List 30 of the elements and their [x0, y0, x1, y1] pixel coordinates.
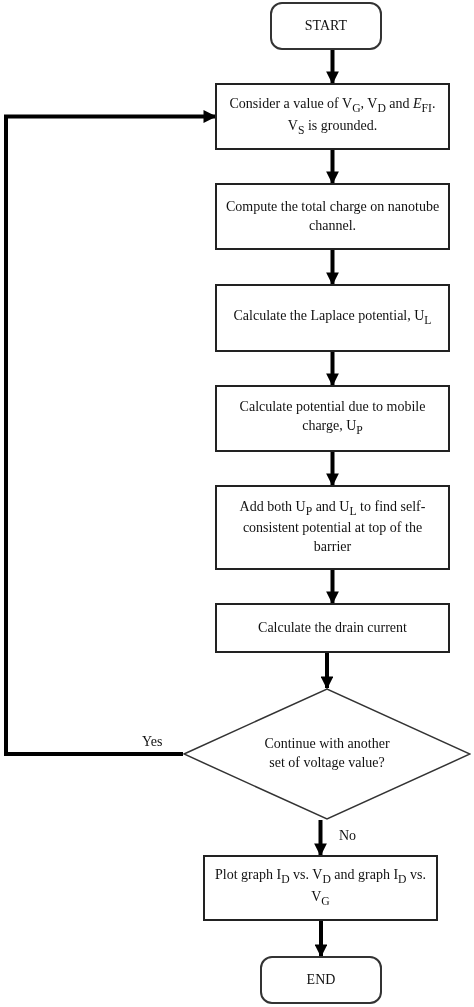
arrow	[320, 653, 334, 690]
process-box	[215, 183, 450, 250]
step-text: Continue with another set of voltage value?	[263, 735, 391, 772]
arrow	[326, 250, 339, 286]
step-text: Compute the total charge on nanotube channel.	[224, 197, 441, 235]
process-box	[215, 603, 450, 653]
arrow	[326, 150, 339, 185]
process-box	[215, 284, 450, 352]
arrow	[326, 570, 339, 605]
step-text: Add both U$_{P}$ and U$_{L}$ to find self-consistent potential at top of the barrier	[238, 497, 427, 557]
step-text: Calculate potential due to mobile charge, U$_{P}$	[238, 398, 427, 439]
step-text: Plot graph I$_{D}$ vs. V$_{D}$ and graph I$_{D}$ vs. V$_{G}$	[214, 866, 427, 910]
process-box	[215, 83, 450, 150]
step-text: START	[303, 16, 349, 35]
process-box	[215, 385, 450, 452]
arrow	[326, 452, 339, 487]
step-text: Consider a value of V$_{G}$, V$_{D}$ and E$_{FI}$. V$_{S}$ is grounded.	[228, 94, 437, 139]
step-text: Calculate the drain current	[257, 618, 408, 637]
decision-diamond	[183, 688, 471, 820]
terminal-box	[270, 2, 382, 50]
step-text: Calculate the Laplace potential, U$_{L}$	[232, 307, 433, 329]
terminal-box	[260, 956, 382, 1004]
step-text: END	[305, 970, 337, 989]
process-box	[203, 855, 438, 921]
arrow	[4, 110, 217, 756]
arrow	[314, 921, 328, 958]
arrow	[326, 352, 339, 387]
process-box	[215, 485, 450, 570]
arrow	[314, 820, 327, 857]
arrow	[326, 50, 339, 85]
